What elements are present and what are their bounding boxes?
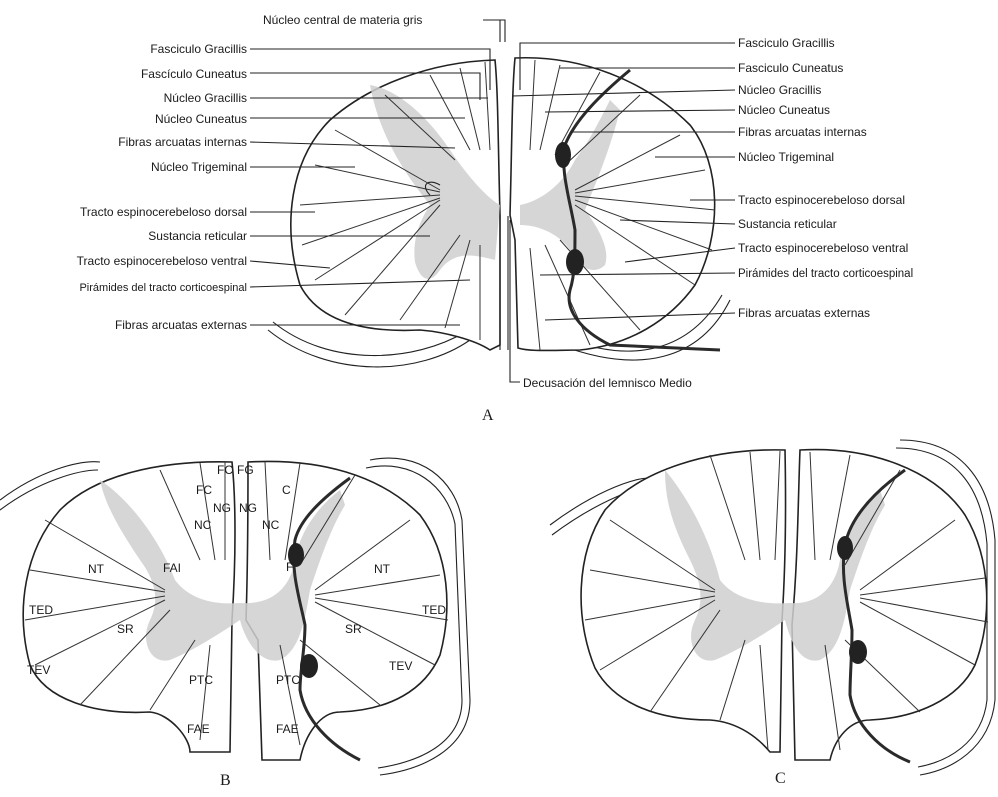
panel-b-diagram: FC FG FC C NG NG NC NC NT FAI F NT TED T… — [0, 458, 470, 789]
label-right-corticospinal-pyramids: Pirámides del tracto corticoespinal — [738, 268, 913, 280]
label-left-corticospinal-pyramids: Pirámides del tracto corticoespinal — [79, 282, 247, 294]
label-right-ventral-spinocerebellar-tract: Tracto espinocerebeloso ventral — [738, 241, 908, 255]
abbr-b-fai: FAI — [163, 561, 181, 575]
panel-a-median-fissure — [500, 215, 508, 350]
panel-a-nucleus-cuneatus-cell — [555, 142, 571, 168]
abbr-b-ptc-left: PTC — [189, 673, 213, 687]
label-left-nucleus-gracilis: Núcleo Gracillis — [164, 91, 247, 105]
abbr-b-ng-right: NG — [239, 501, 257, 515]
abbr-b-nc-left: NC — [194, 518, 212, 532]
label-left-external-arcuate-fibres: Fibras arcuatas externas — [115, 318, 247, 332]
label-left-ventral-spinocerebellar-tract: Tracto espinocerebeloso ventral — [77, 254, 247, 268]
abbr-b-fg-top: FG — [237, 463, 254, 477]
abbr-b-nt-right: NT — [374, 562, 391, 576]
label-left-internal-arcuate-fibres: Fibras arcuatas internas — [118, 135, 247, 149]
abbr-b-ted-right: TED — [422, 603, 446, 617]
panel-a-label-central-grey-nucleus: Núcleo central de materia gris — [263, 13, 422, 27]
label-left-reticular-substance: Sustancia reticular — [148, 229, 247, 243]
abbr-b-sr-left: SR — [117, 622, 134, 636]
abbr-b-ng-left: NG — [213, 501, 231, 515]
label-left-fasciculus-cuneatus: Fascículo Cuneatus — [141, 67, 247, 81]
label-right-fasciculus-gracilis: Fasciculo Gracillis — [738, 36, 835, 50]
panel-c-nucleus-cuneatus-cell — [837, 536, 853, 560]
label-left-fasciculus-gracilis: Fasciculo Gracillis — [150, 42, 247, 56]
panel-a-diagram: Núcleo central de materia gris Decusació… — [77, 13, 913, 424]
abbr-b-c-right: C — [282, 483, 291, 497]
label-right-dorsal-spinocerebellar-tract: Tracto espinocerebeloso dorsal — [738, 193, 905, 207]
label-left-dorsal-spinocerebellar-tract: Tracto espinocerebeloso dorsal — [80, 205, 247, 219]
label-right-external-arcuate-fibres: Fibras arcuatas externas — [738, 306, 870, 320]
label-left-nucleus-cuneatus: Núcleo Cuneatus — [155, 112, 247, 126]
label-right-internal-arcuate-fibres: Fibras arcuatas internas — [738, 125, 867, 139]
label-right-nucleus-gracilis: Núcleo Gracillis — [738, 83, 821, 97]
panel-c-diagram: C — [550, 440, 995, 787]
panel-c-nucleus-gracilis-cell — [849, 640, 867, 664]
abbr-b-fae-left: FAE — [187, 722, 210, 736]
panel-b-letter: B — [220, 772, 231, 789]
abbr-b-f: F — [286, 560, 293, 574]
abbr-b-fc-left: FC — [196, 483, 212, 497]
abbr-b-fae-right: FAE — [276, 722, 299, 736]
label-right-reticular-substance: Sustancia reticular — [738, 217, 837, 231]
abbr-b-fc-top-left: FC — [217, 463, 233, 477]
abbr-b-nt-left: NT — [88, 562, 105, 576]
abbr-b-ted-left: TED — [29, 603, 53, 617]
label-right-nucleus-cuneatus: Núcleo Cuneatus — [738, 103, 830, 117]
panel-a-labels-left: Fasciculo Gracillis Fascículo Cuneatus N… — [77, 42, 247, 332]
panel-a-outer-arc-left — [268, 330, 470, 367]
panel-a-nucleus-gracilis-cell — [566, 249, 584, 275]
label-left-trigeminal-nucleus: Núcleo Trigeminal — [151, 160, 247, 174]
label-right-trigeminal-nucleus: Núcleo Trigeminal — [738, 150, 834, 164]
label-right-fasciculus-cuneatus: Fasciculo Cuneatus — [738, 61, 843, 75]
panel-a-letter: A — [482, 407, 494, 424]
panel-c-letter: C — [775, 770, 786, 787]
abbr-b-sr-right: SR — [345, 622, 362, 636]
abbr-b-tev-left: TEV — [27, 663, 50, 677]
panel-a-labels-right: Fasciculo Gracillis Fasciculo Cuneatus N… — [738, 36, 913, 320]
panel-a-label-medial-lemniscus-decussation: Decusación del lemnisco Medio — [523, 376, 692, 390]
abbr-b-ptc-right: PTC — [276, 673, 300, 687]
abbr-b-nc-right: NC — [262, 518, 280, 532]
abbr-b-tev-right: TEV — [389, 659, 412, 673]
panel-b-nucleus-gracilis-cell — [300, 654, 318, 678]
